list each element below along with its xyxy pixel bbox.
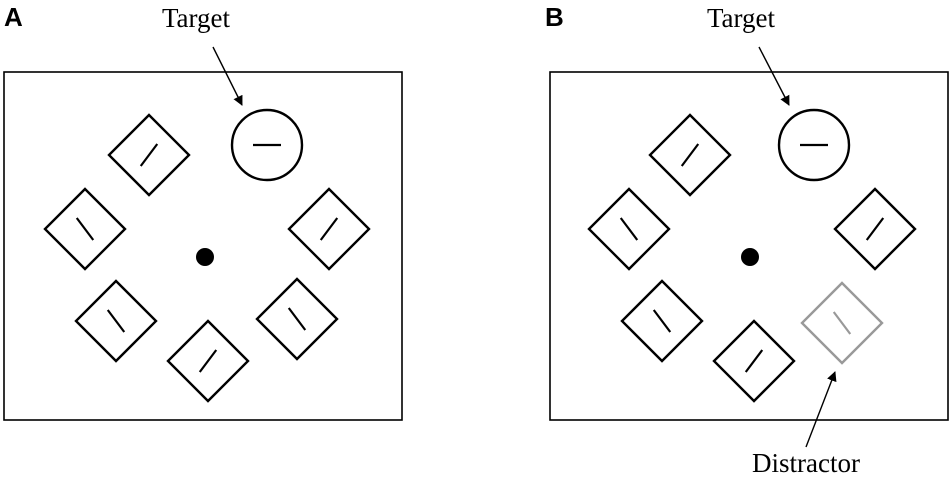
panel-a-letter: A: [4, 2, 23, 32]
diamond-bottom: [166, 319, 250, 403]
diamond-bottom-line-segment: [744, 349, 764, 373]
panel-a-target-label: Target: [162, 3, 231, 33]
diamond-left-line-segment: [75, 217, 95, 241]
diamond-bottom-line-segment: [198, 349, 218, 373]
diamond-upper-left-line-segment: [680, 143, 700, 167]
panel-a-fixation-dot: [196, 248, 214, 266]
panel-b-fixation-dot: [741, 248, 759, 266]
diamond-right-line-segment: [865, 217, 885, 241]
target-circle: [777, 108, 851, 182]
panel-b-display-frame: [549, 71, 949, 421]
diamond-lower-left-line-segment: [652, 309, 672, 333]
panel-b-distractor-arrow: [805, 371, 837, 448]
diamond-lower-right: [255, 277, 339, 361]
panel-a-display-frame: [3, 71, 403, 421]
diamond-lower-left: [620, 279, 704, 363]
panel-b-distractor-label: Distractor: [752, 448, 860, 477]
diamond-lower-left-line-segment: [106, 309, 126, 333]
distractor-diamond-line-segment: [832, 311, 852, 335]
panel-b-search-items: [587, 108, 917, 403]
diamond-right: [833, 187, 917, 271]
distractor-diamond: [800, 281, 884, 365]
diamond-bottom: [712, 319, 796, 403]
panel-b-letter: B: [545, 2, 564, 32]
diamond-upper-left-line-segment: [139, 143, 159, 167]
diamond-lower-right-line-segment: [287, 307, 307, 331]
panel-b-target-arrow: [758, 46, 790, 106]
diamond-right-line-segment: [319, 217, 339, 241]
panel-a-search-items: [43, 108, 371, 403]
diamond-left: [587, 187, 671, 271]
target-circle: [230, 108, 304, 182]
diamond-left-line-segment: [619, 217, 639, 241]
panel-b: B Target Distractor: [545, 2, 949, 477]
diamond-lower-left: [74, 279, 158, 363]
panel-b-target-label: Target: [707, 3, 776, 33]
diamond-upper-left: [648, 113, 732, 197]
diamond-right: [287, 187, 371, 271]
panel-a: A Target: [3, 2, 403, 421]
diamond-left: [43, 187, 127, 271]
panel-a-target-arrow: [212, 46, 243, 106]
diamond-upper-left: [107, 113, 191, 197]
